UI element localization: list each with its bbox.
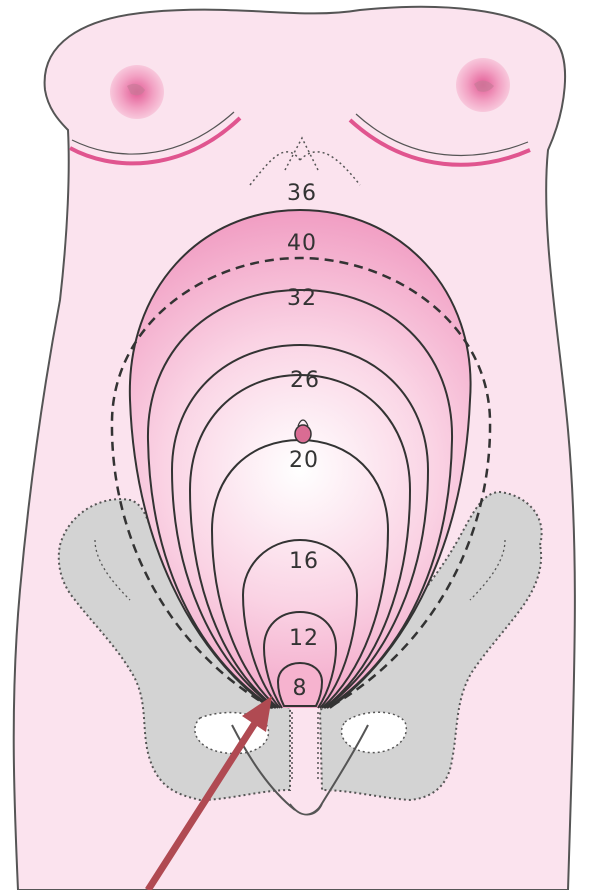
label-12-weeks: 12 (289, 626, 319, 651)
label-40-weeks: 40 (287, 231, 317, 256)
label-20-weeks: 20 (289, 448, 319, 473)
label-26-weeks: 26 (290, 368, 320, 393)
label-8-weeks: 8 (293, 676, 308, 701)
label-16-weeks: 16 (289, 549, 319, 574)
label-32-weeks: 32 (287, 286, 317, 311)
label-36-weeks: 36 (287, 181, 317, 206)
